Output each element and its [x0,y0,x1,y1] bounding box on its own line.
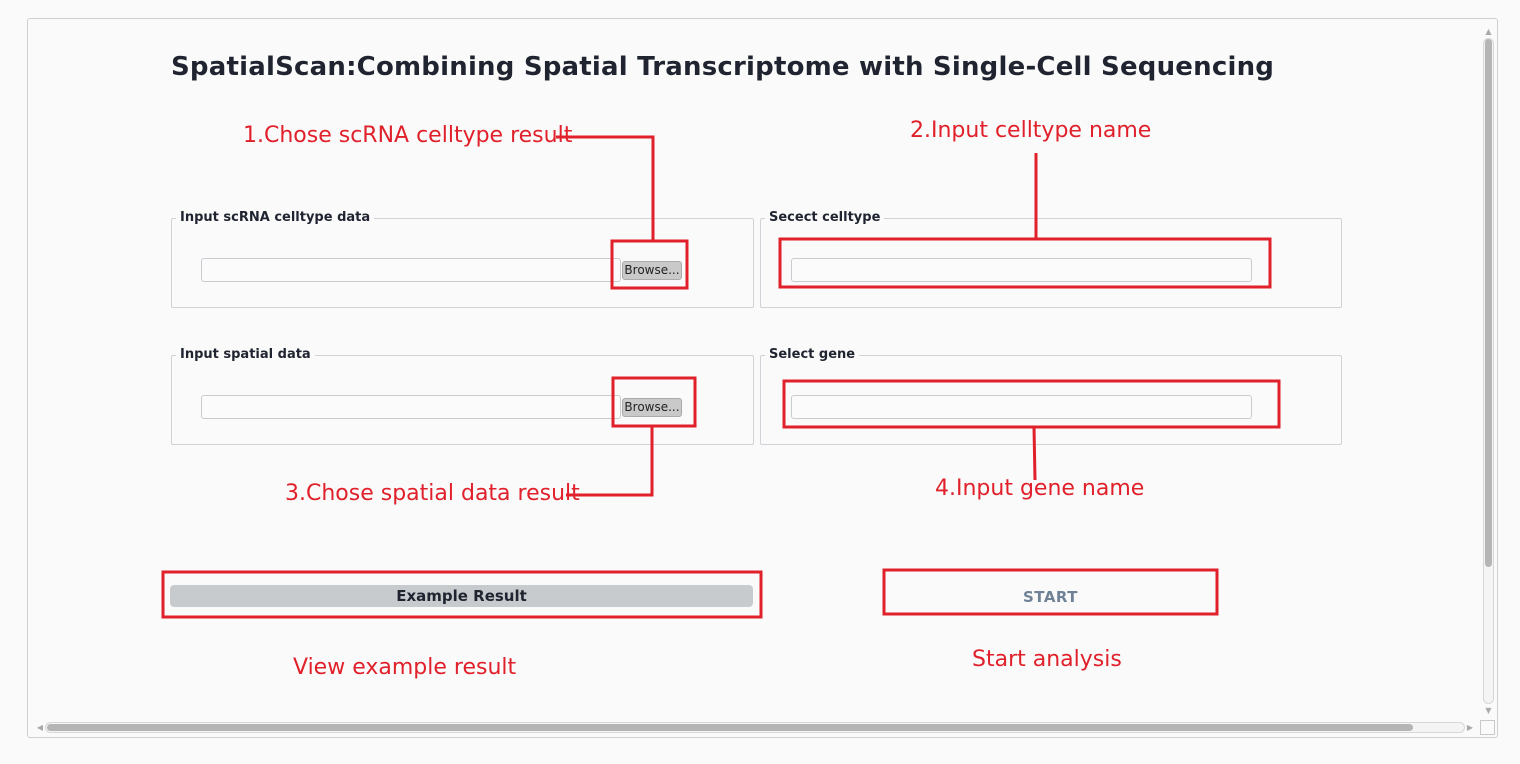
annotation-step2: 2.Input celltype name [910,118,1152,143]
gene-panel: Select gene [760,348,1342,445]
annotation-example-note: View example result [293,655,517,680]
annotation-step3: 3.Chose spatial data result [285,481,580,506]
spatial-data-legend: Input spatial data [180,347,311,362]
page-title: SpatialScan:Combining Spatial Transcript… [171,52,1275,82]
horizontal-scroll-thumb[interactable] [47,724,1413,731]
scrna-celltype-panel: Input scRNA celltype data Browse... [171,211,754,308]
gene-legend: Select gene [769,347,856,362]
vertical-scrollbar[interactable]: ▲ ▼ [1482,26,1495,716]
gene-input[interactable] [791,395,1252,419]
annotation-step1: 1.Chose scRNA celltype result [243,123,573,148]
spatial-data-panel: Input spatial data Browse... [171,348,754,445]
spatial-browse-button[interactable]: Browse... [622,398,682,417]
celltype-input[interactable] [791,258,1252,282]
annotation-step4: 4.Input gene name [935,476,1145,501]
scrna-file-path-input[interactable] [201,258,621,282]
horizontal-scrollbar[interactable]: ◀ ▶ [35,721,1475,735]
annotation-start-note: Start analysis [972,647,1122,672]
arrow-right-icon[interactable]: ▶ [1466,723,1474,732]
celltype-panel: Secect celltype [760,211,1342,308]
example-result-button[interactable]: Example Result [170,585,753,607]
celltype-legend: Secect celltype [769,210,881,225]
spatial-file-path-input[interactable] [201,395,621,419]
arrow-up-icon[interactable]: ▲ [1485,27,1492,36]
arrow-down-icon[interactable]: ▼ [1485,706,1492,715]
scrna-celltype-legend: Input scRNA celltype data [180,210,371,225]
vertical-scroll-thumb[interactable] [1485,39,1492,567]
scrna-browse-button[interactable]: Browse... [622,261,682,280]
start-button[interactable]: START [888,583,1213,610]
arrow-left-icon[interactable]: ◀ [36,723,44,732]
scrollbar-corner [1480,720,1495,735]
